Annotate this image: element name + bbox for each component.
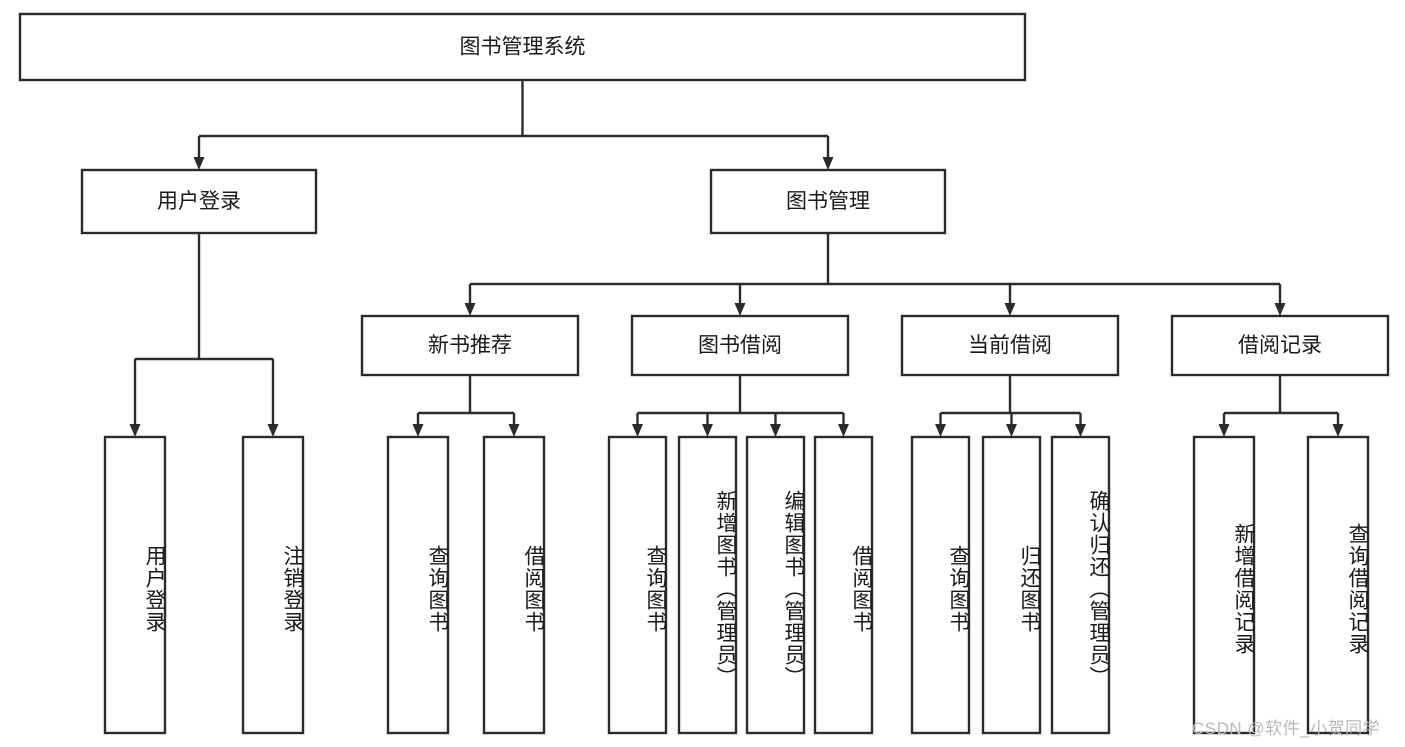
node-label-book-borrow: 图书借阅 [698,334,782,357]
arrow-head [193,157,205,170]
node-box-leaf-query-borrow-record[interactable] [1306,435,1370,735]
node-box-leaf-query-book-current[interactable] [910,435,971,735]
node-box-leaf-edit-book-admin[interactable] [745,435,806,735]
node-box-book-manage-group[interactable] [709,168,947,235]
node-box-leaf-borrow-book-rec[interactable] [482,435,546,735]
arrow-head [1075,424,1086,437]
node-box-current-borrow[interactable] [900,314,1120,377]
arrow-head [267,424,279,437]
connector-layer [129,80,1344,437]
arrow-head [1274,303,1286,316]
arrow-head [770,424,781,437]
node-box-leaf-user-login[interactable] [103,435,167,735]
node-box-root[interactable] [18,12,1027,82]
arrow-head [1006,424,1017,437]
node-label-current-borrow: 当前借阅 [968,334,1052,357]
node-box-leaf-return-book[interactable] [981,435,1042,735]
node-box-new-book-rec[interactable] [360,314,580,377]
arrow-head [702,424,713,437]
node-box-leaf-borrow-book-borrow[interactable] [813,435,874,735]
node-label-user-login-group: 用户登录 [157,190,241,213]
arrow-head [508,424,520,437]
arrow-head [1004,303,1016,316]
node-label-borrow-record: 借阅记录 [1238,334,1322,357]
arrow-head [1332,424,1344,437]
arrow-head [1218,424,1230,437]
arrow-head [129,424,141,437]
arrow-head [464,303,476,316]
arrow-head [838,424,849,437]
node-box-leaf-logout[interactable] [241,435,305,735]
arrow-head [632,424,643,437]
node-box-book-borrow[interactable] [630,314,850,377]
arrow-head [734,303,746,316]
node-box-borrow-record[interactable] [1170,314,1390,377]
arrow-head [822,157,834,170]
csdn-watermark: CSDN @软件_小贺同学 [1192,719,1381,738]
node-box-leaf-query-book-rec[interactable] [386,435,450,735]
arrow-head [935,424,946,437]
node-label-root: 图书管理系统 [460,36,586,59]
node-box-leaf-add-borrow-record[interactable] [1192,435,1256,735]
node-box-leaf-add-book-admin[interactable] [677,435,738,735]
arrow-head [412,424,424,437]
node-box-user-login-group[interactable] [80,168,318,235]
node-label-book-manage-group: 图书管理 [786,190,870,213]
node-box-leaf-confirm-return-admin[interactable] [1050,435,1111,735]
node-box-layer [18,12,1390,735]
node-box-leaf-query-book-borrow[interactable] [607,435,668,735]
node-label-new-book-rec: 新书推荐 [428,334,512,357]
